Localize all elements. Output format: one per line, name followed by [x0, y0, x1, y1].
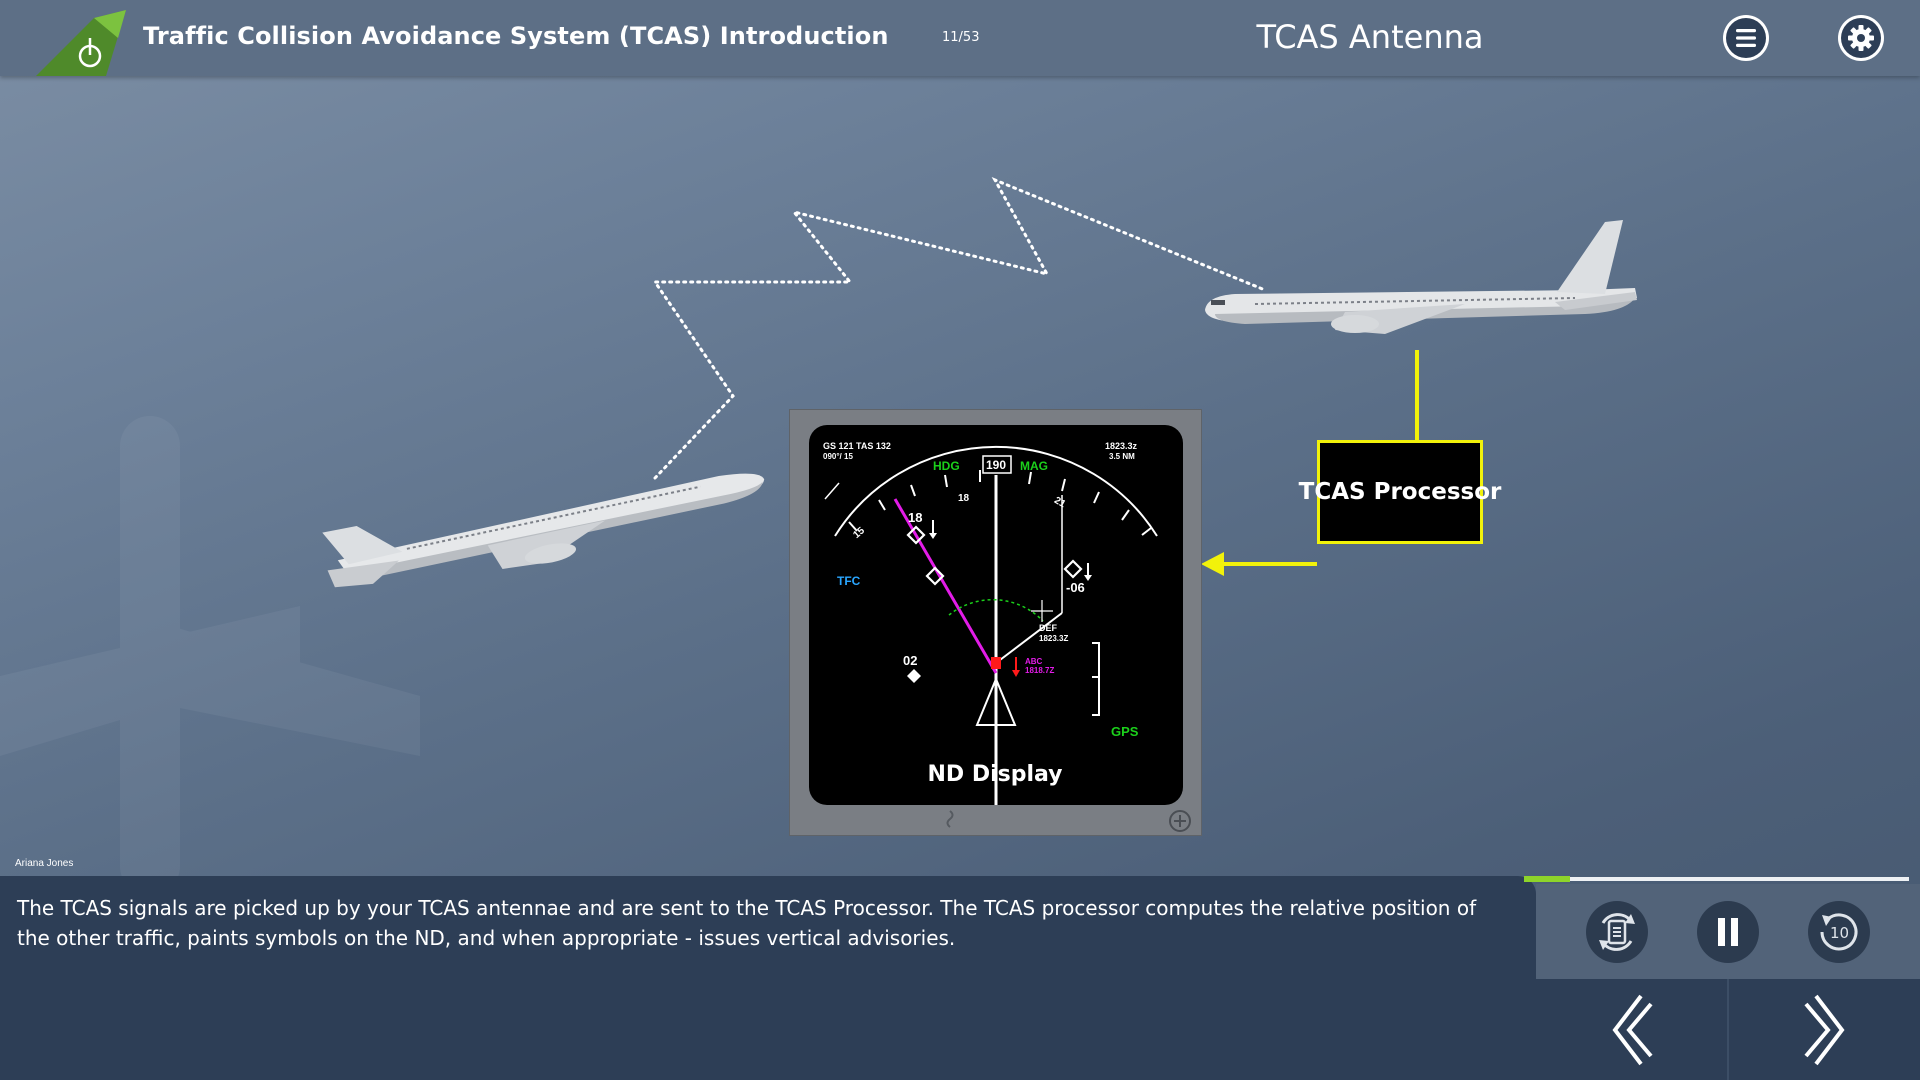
- menu-button[interactable]: [1723, 15, 1769, 61]
- rewind-seconds: 10: [1830, 924, 1849, 942]
- tcas-processor-label: TCAS Processor: [1298, 479, 1502, 505]
- navigation-bar: [1536, 979, 1920, 1080]
- progress-bar[interactable]: [1524, 876, 1909, 882]
- transcript-panel: The TCAS signals are picked up by your T…: [0, 876, 1536, 1080]
- settings-button[interactable]: [1838, 15, 1884, 61]
- rewind-10-button[interactable]: 10: [1808, 901, 1870, 963]
- nd-traffic-low-alt: 02: [903, 653, 917, 668]
- nd-gs-tas: GS 121 TAS 132: [823, 441, 891, 451]
- top-bar: Traffic Collision Avoidance System (TCAS…: [0, 0, 1920, 76]
- nd-tick-21: 21: [1052, 495, 1068, 510]
- nd-tfc: TFC: [837, 574, 861, 588]
- menu-icon: [1726, 18, 1766, 58]
- transcript-replay-icon: [1599, 913, 1635, 951]
- nd-gps: GPS: [1111, 724, 1139, 739]
- pause-button[interactable]: [1697, 901, 1759, 963]
- nd-bezel-controls: [946, 810, 1191, 832]
- nd-wpt-abc-time: 1818.7Z: [1025, 666, 1054, 675]
- rewind-10-icon: 10: [1820, 913, 1858, 951]
- chevron-left-icon: [1611, 994, 1653, 1065]
- nav-divider: [1727, 979, 1729, 1080]
- transcript-text: The TCAS signals are picked up by your T…: [17, 896, 1477, 950]
- diagram-stage: GS 121 TAS 132 090°/ 15 1823.3z 3.5 NM H…: [0, 76, 1920, 896]
- nd-time: 1823.3z: [1105, 441, 1138, 451]
- own-aircraft: [322, 473, 765, 588]
- settings-gear-icon: [1841, 18, 1881, 58]
- previous-page-button[interactable]: [1536, 979, 1727, 1080]
- progress-fill: [1524, 876, 1571, 882]
- nd-display-frame: GS 121 TAS 132 090°/ 15 1823.3z 3.5 NM H…: [789, 409, 1202, 836]
- nd-wpt-def: DEF: [1039, 623, 1058, 633]
- nd-wpt-abc: ABC: [1025, 657, 1043, 666]
- nd-screen: GS 121 TAS 132 090°/ 15 1823.3z 3.5 NM H…: [809, 425, 1183, 805]
- nd-traffic-top-alt: 18: [908, 510, 922, 525]
- airline-tail-logo-icon: [34, 8, 126, 76]
- chevron-right-icon: [1803, 994, 1845, 1065]
- page-counter: 11/53: [942, 30, 980, 45]
- intruder-aircraft: [1205, 220, 1637, 334]
- tcas-processor-box: TCAS Processor: [1299, 440, 1501, 544]
- player-controls: 10: [1536, 884, 1920, 979]
- nd-traffic-right-alt: -06: [1066, 580, 1085, 595]
- nd-mag: MAG: [1020, 459, 1048, 473]
- nd-display-label: ND Display: [927, 762, 1063, 787]
- transcript-replay-button[interactable]: [1586, 901, 1648, 963]
- nd-wpt-def-time: 1823.3Z: [1039, 634, 1068, 643]
- nd-hdg: HDG: [933, 459, 960, 473]
- narrator-name: Ariana Jones: [15, 858, 74, 869]
- background-plane-silhouette: [0, 416, 420, 896]
- nd-range: 3.5 NM: [1109, 452, 1135, 461]
- nd-tick-18: 18: [958, 493, 970, 504]
- course-title: Traffic Collision Avoidance System (TCAS…: [143, 22, 889, 50]
- pause-icon: [1718, 918, 1738, 946]
- nd-wind: 090°/ 15: [823, 452, 853, 461]
- next-page-button[interactable]: [1729, 979, 1920, 1080]
- screen-title: TCAS Antenna: [1256, 18, 1484, 56]
- nd-hdg-value: 190: [986, 458, 1006, 472]
